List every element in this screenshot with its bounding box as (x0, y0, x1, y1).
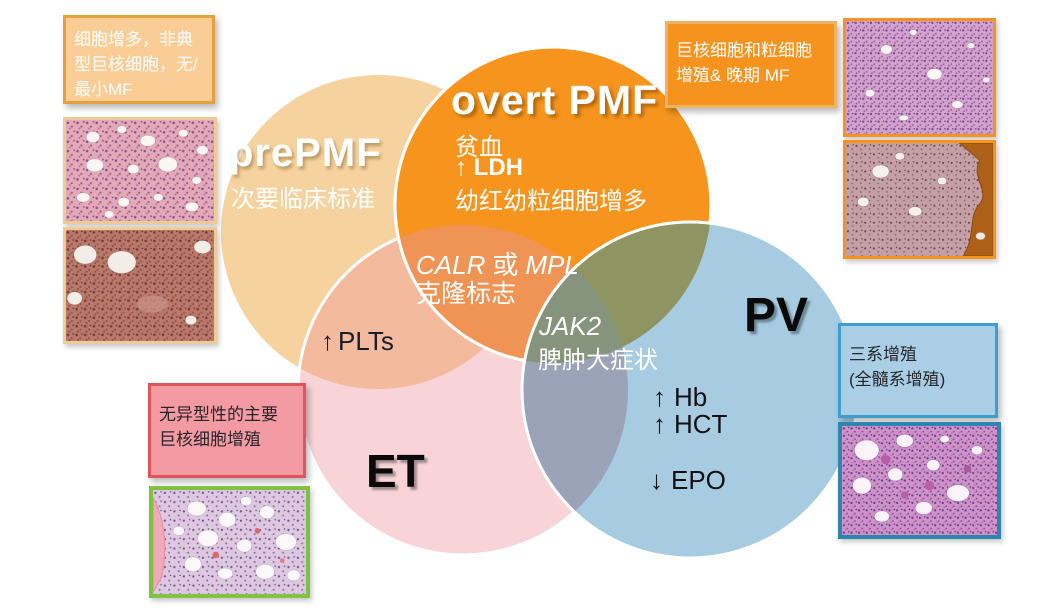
plts-label: ↑PLTs (321, 326, 394, 357)
et-title: ET (366, 445, 425, 497)
overt-pmf-callout-box: 巨核细胞和粒细胞 增殖& 晚期 MF (665, 21, 837, 108)
up-arrow-icon: ↑ (653, 382, 666, 412)
pmf-pv-overlap (522, 222, 711, 363)
callout-line: 最小MF (74, 80, 133, 100)
pv-feature-hb: ↑ Hb (653, 382, 707, 413)
callout-line: (全髓系增殖) (849, 370, 946, 390)
histology-overt-pmf-he-image (843, 18, 996, 137)
callout-line: 型巨核细胞，无/ (74, 55, 198, 75)
hb-text: Hb (674, 382, 708, 412)
callout-line: 巨核细胞和粒细胞 (676, 41, 812, 60)
mpl-gene-label: MPL (525, 250, 579, 280)
splenomegaly-label: 脾肿大症状 (538, 347, 658, 374)
or-conjunction: 或 (492, 250, 519, 280)
callout-line: 增殖& 晚期 MF (676, 66, 790, 86)
histology-prepmf-stain-image (63, 227, 217, 344)
et-callout-box: 无异型性的主要 巨核细胞增殖 (148, 383, 306, 478)
pv-callout-box: 三系增殖 (全髓系增殖) (838, 323, 998, 418)
callout-line: 巨核细胞增殖 (159, 430, 261, 450)
overt-pmf-title: overt PMF (451, 77, 659, 123)
jak2-gene-label: JAK2 (539, 311, 602, 341)
overt-pmf-feature-leukoerythroblastosis: 幼红幼粒细胞增多 (455, 188, 647, 215)
histology-overt-pmf-fibrosis-image (843, 140, 996, 259)
pv-title: PV (744, 289, 809, 342)
calr-gene-label: CALR (416, 250, 486, 280)
down-arrow-icon: ↓ (650, 465, 663, 495)
plts-text: PLTs (338, 326, 394, 356)
overt-pmf-feature-ldh: ↑ LDH (455, 154, 523, 181)
clonal-marker-label: 克隆标志 (416, 280, 517, 308)
prepmf-title: prePMF (229, 131, 382, 175)
prepmf-callout-box: 细胞增多，非典 型巨核细胞，无/ 最小MF (63, 15, 215, 104)
pv-feature-hct: ↑ HCT (653, 409, 727, 440)
callout-line: 三系增殖 (849, 345, 917, 364)
callout-line: 细胞增多，非典 (74, 30, 193, 49)
histology-et-marrow-image (149, 486, 310, 598)
callout-line: 无异型性的主要 (159, 405, 278, 424)
prepmf-et-overlap (298, 225, 535, 389)
overt-pmf-feature-anemia: 贫血 (455, 134, 503, 161)
prepmf-subtitle: 次要临床标准 (231, 186, 375, 213)
histology-prepmf-he-image (63, 117, 217, 224)
histology-pv-marrow-image (838, 422, 1001, 539)
pv-feature-epo: ↓ EPO (650, 465, 726, 496)
up-arrow-icon: ↑ (321, 326, 334, 356)
hct-text: HCT (674, 409, 728, 439)
up-arrow-icon: ↑ (653, 409, 666, 439)
epo-text: EPO (671, 465, 726, 495)
